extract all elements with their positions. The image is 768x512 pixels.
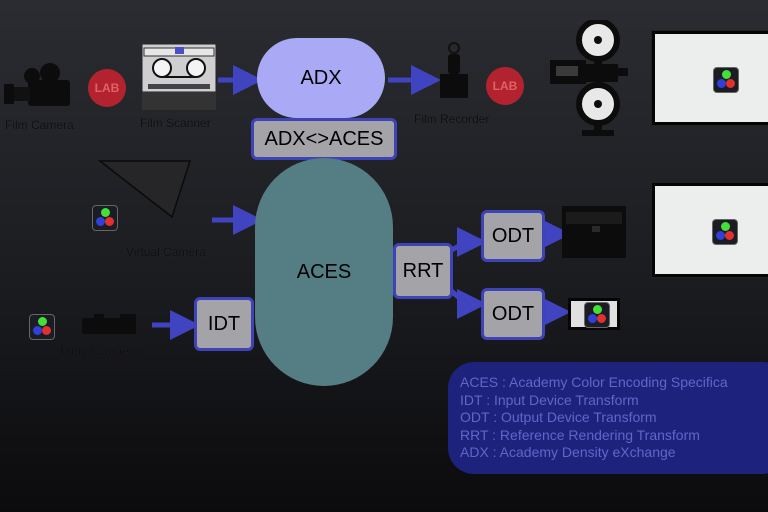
adx-node: ADX (257, 38, 385, 118)
virtual-camera-label: Virtual Camera (126, 245, 206, 259)
digital-camera-icon (82, 314, 136, 334)
idt-node: IDT (194, 297, 254, 351)
rgb-icon (712, 219, 738, 245)
legend-box: ACES : Academy Color Encoding Specifica … (448, 362, 768, 474)
odt-bottom-node: ODT (481, 288, 545, 340)
rrt-node: RRT (393, 243, 453, 299)
legend-item: ODT : Output Device Transform (460, 409, 657, 425)
odt-top-node: ODT (481, 210, 545, 262)
aces-node: ACES (255, 158, 393, 386)
rgb-icon (92, 205, 118, 231)
film-scanner-label: Film Scanner (140, 116, 211, 130)
digital-projector-icon (562, 206, 626, 258)
legend-item: IDT : Input Device Transform (460, 391, 639, 408)
legend-item: RRT : Reference Rendering Transform (460, 426, 700, 443)
lab-badge-left: LAB (88, 69, 126, 107)
cinema-screen-middle (652, 183, 768, 277)
arrow-rrt-to-odt-bottom (446, 286, 487, 319)
film-camera-label: Film Camera (5, 118, 74, 132)
adx-aces-node: ADX<>ACES (251, 118, 397, 160)
film-camera-icon (4, 63, 70, 106)
cinema-screen-top (652, 31, 768, 125)
film-scanner-icon (142, 44, 216, 110)
digital-camera-label: Digital Camera (60, 344, 140, 358)
lab-badge-right: LAB (486, 67, 524, 105)
legend-item: ADX : Academy Density eXchange (460, 444, 676, 460)
film-recorder-icon (440, 42, 468, 98)
virtual-camera-icon (98, 160, 192, 219)
arrow-rrt-to-odt-top (446, 227, 487, 257)
legend-item: ACES : Academy Color Encoding Specifica (460, 374, 728, 390)
rgb-icon (29, 314, 55, 340)
rgb-icon (584, 302, 610, 328)
rgb-icon (713, 67, 739, 93)
projector-icon (550, 20, 628, 136)
film-recorder-label: Film Recorder (414, 112, 490, 126)
